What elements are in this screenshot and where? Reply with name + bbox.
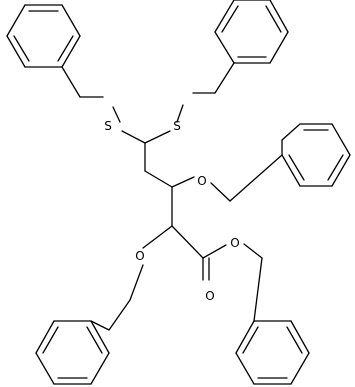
- benzene-ring-top-left: [6, 4, 81, 68]
- oxygen-atom-carbonyl: O: [205, 289, 214, 303]
- oxygen-atom-upper-ether: O: [197, 174, 206, 188]
- atom-labels: S S O O O O: [104, 119, 240, 303]
- benzene-ring-top-middle: [214, 0, 289, 64]
- benzene-ring-bottom-left: [35, 320, 110, 385]
- oxygen-atom-lower-ether: O: [135, 249, 144, 263]
- benzene-ring-bottom-right: [235, 320, 310, 385]
- chain-bonds: [61, 62, 283, 331]
- sulfur-atom-right: S: [173, 119, 181, 133]
- sulfur-atom-left: S: [104, 119, 112, 133]
- oxygen-atom-ester: O: [230, 236, 239, 250]
- benzene-ring-right: [281, 123, 351, 187]
